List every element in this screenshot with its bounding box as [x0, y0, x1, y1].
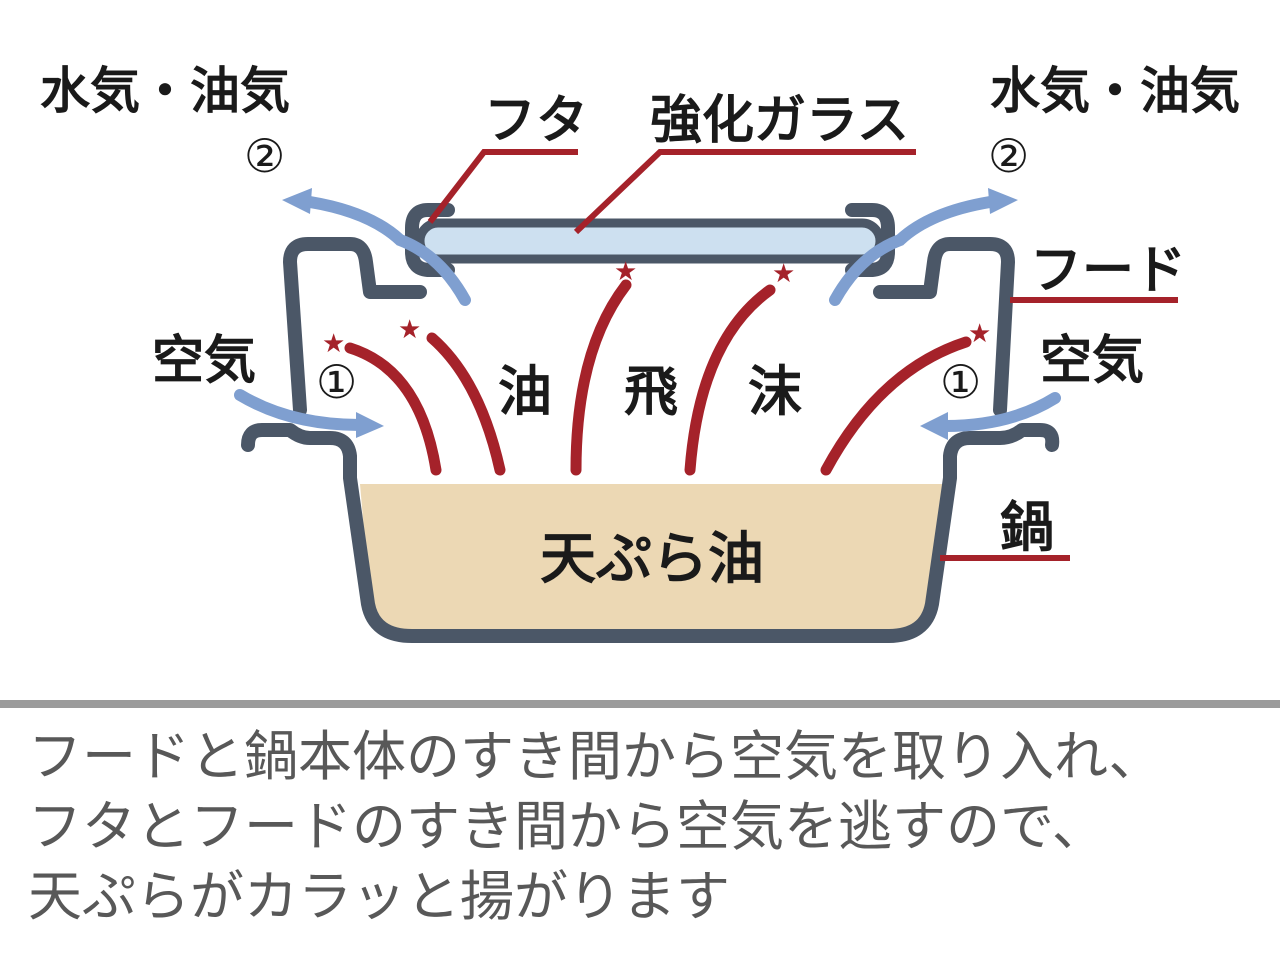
air-out-left-head: [282, 188, 312, 214]
spatter-lines: [344, 279, 972, 476]
air-label-left: 空気: [152, 331, 256, 391]
spatter-char-2: 飛: [624, 360, 678, 423]
star-icon: ★: [968, 319, 991, 349]
divider: [0, 700, 1280, 708]
hood-left: [283, 237, 427, 417]
oil-fill: [360, 484, 946, 632]
lid-label: フタ: [484, 91, 588, 151]
star-icon: ★: [322, 329, 345, 359]
pot-outline: [241, 423, 1060, 643]
lid: [405, 203, 895, 277]
star-icon: ★: [398, 315, 421, 345]
hood-right: [873, 237, 1015, 417]
spatter-curve: [820, 336, 972, 476]
glass-leader: [573, 149, 916, 235]
caption-line-3: 天ぷらがカラッと揚がります: [28, 865, 730, 928]
spatter-stars: ★ ★ ★ ★ ★: [322, 257, 991, 359]
spatter-curve: [684, 284, 776, 476]
lid-leader: [427, 149, 578, 224]
air-out-left-arrow: [304, 196, 471, 306]
hood: [283, 237, 1015, 417]
pot-label: 鍋: [1000, 496, 1054, 559]
spatter-curve: [570, 279, 632, 476]
spatter-curve: [426, 332, 506, 476]
star-icon: ★: [614, 257, 637, 287]
air-label-right: 空気: [1040, 331, 1144, 391]
leader-lines: [427, 149, 1178, 561]
circle-1-right: ①: [940, 355, 981, 409]
caption-line-2: フタとフードのすき間から空気を逃すので、: [28, 795, 1106, 858]
pot: [241, 423, 1060, 643]
steam-label-left: 水気・油気: [40, 62, 290, 120]
air-in-right-arrow: [939, 392, 1061, 432]
air-in-left-head: [356, 412, 384, 438]
caption-line-1: フードと鍋本体のすき間から空気を取り入れ、: [28, 725, 1163, 788]
star-icon: ★: [772, 259, 795, 289]
steam-label-right: 水気・油気: [990, 62, 1240, 120]
air-arrows: [234, 188, 1061, 440]
oil-label: 天ぷら油: [540, 527, 764, 592]
circle-1-left: ①: [316, 355, 357, 409]
circle-2-right: ②: [988, 129, 1029, 183]
spatter-char-3: 沫: [748, 360, 802, 423]
glass-label: 強化ガラス: [650, 91, 909, 151]
spatter-curve: [344, 342, 442, 476]
air-out-right-arrow: [829, 196, 996, 306]
air-in-left-arrow: [234, 389, 366, 431]
fryer-diagram: ★ ★ ★ ★ ★ 水気・油気 ② 水気・油気 ② フタ 強化ガラス フード 空…: [40, 62, 1240, 643]
glass-panel: [415, 218, 885, 264]
circle-2-left: ②: [244, 129, 285, 183]
air-out-right-head: [988, 188, 1018, 214]
caption: フードと鍋本体のすき間から空気を取り入れ、 フタとフードのすき間から空気を逃すの…: [28, 722, 1268, 932]
hood-label: フード: [1030, 241, 1186, 301]
spatter-char-1: 油: [498, 360, 552, 423]
air-in-right-head: [920, 412, 948, 440]
